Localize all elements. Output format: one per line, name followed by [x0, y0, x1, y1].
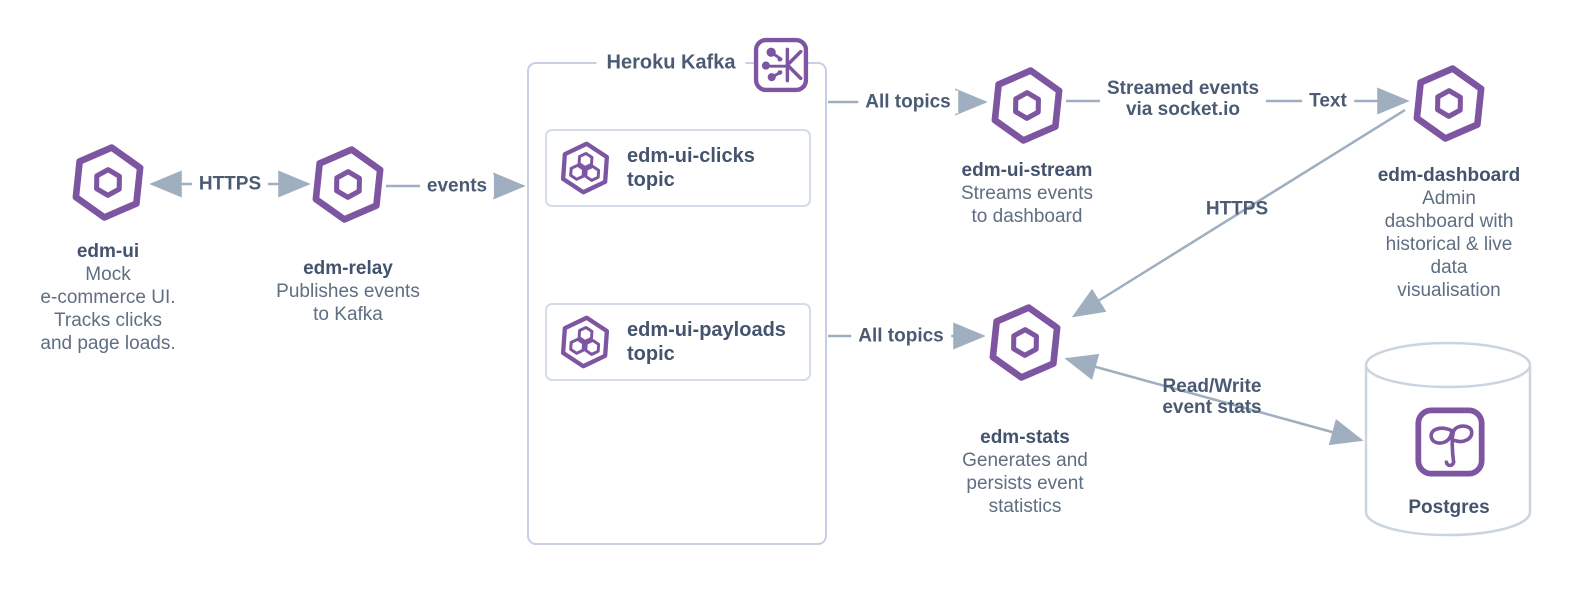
- edm-ui-stream-hexagon-icon: [991, 67, 1063, 144]
- node-name: edm-ui: [76, 241, 140, 262]
- node-desc-line: Generates and: [962, 450, 1088, 471]
- topic-name: edm-ui-payloads: [627, 319, 786, 341]
- edge-label-line: Streamed events: [1106, 78, 1260, 99]
- node-desc-line: Admin: [1422, 188, 1476, 209]
- node-name: edm-dashboard: [1377, 165, 1521, 186]
- node-desc-line: historical & live: [1385, 234, 1513, 255]
- node-desc-line: to Kafka: [313, 304, 383, 325]
- edm-ui-stream-label: edm-ui-stream Streams events to dashboar…: [927, 159, 1127, 228]
- edge-label-line: event stats: [1162, 397, 1262, 418]
- kafka-logo-icon: [753, 37, 809, 93]
- node-name: edm-ui-stream: [961, 160, 1093, 181]
- edge-https-diagonal: [1071, 108, 1406, 318]
- edge-label-read-write: Read/Write event stats: [1162, 376, 1261, 418]
- edge-label-https-left: HTTPS: [191, 172, 269, 196]
- edge-label-all-topics-bottom: All topics: [851, 324, 951, 348]
- edm-ui-label: edm-ui Mock e-commerce UI. Tracks clicks…: [8, 240, 208, 355]
- node-desc-line: Mock: [85, 264, 131, 285]
- heroku-postgres-icon: [1415, 407, 1485, 477]
- node-desc-line: data: [1430, 257, 1468, 278]
- node-desc-line: Publishes events: [276, 281, 420, 302]
- edm-dashboard-hexagon-icon: [1413, 65, 1485, 142]
- node-desc-line: to dashboard: [971, 206, 1083, 227]
- edm-stats-hexagon-icon: [989, 304, 1061, 381]
- node-desc-line: Tracks clicks: [53, 310, 163, 331]
- edge-label-streamed-events: Streamed events via socket.io: [1099, 77, 1267, 121]
- kafka-box-title: Heroku Kafka: [596, 50, 746, 76]
- edm-ui-hexagon-icon: [72, 144, 144, 221]
- edge-label-events: events: [419, 174, 495, 198]
- node-desc-line: persists event: [966, 473, 1084, 494]
- edm-relay-label: edm-relay Publishes events to Kafka: [238, 257, 458, 326]
- edm-dashboard-label: edm-dashboard Admin dashboard with histo…: [1355, 164, 1543, 302]
- kafka-topic-hexagon-icon: [560, 315, 610, 369]
- edge-label-all-topics-top: All topics: [858, 90, 958, 114]
- edm-relay-hexagon-icon: [312, 146, 384, 223]
- edge-label-https-diagonal: HTTPS: [1205, 198, 1269, 220]
- node-desc-line: dashboard with: [1384, 211, 1514, 232]
- kafka-topic-hexagon-icon: [560, 141, 610, 195]
- node-name: edm-relay: [303, 258, 393, 279]
- node-desc-line: e-commerce UI.: [40, 287, 176, 308]
- topic-label: edm-ui-clicks topic: [627, 144, 755, 192]
- node-desc-line: Streams events: [961, 183, 1093, 204]
- postgres-label: Postgres: [1408, 497, 1490, 518]
- edge-label-text: Text: [1302, 89, 1354, 113]
- edge-read-write: [1064, 353, 1364, 446]
- topic-row-edm-ui-payloads: edm-ui-payloads topic: [545, 303, 811, 381]
- topic-suffix: topic: [627, 169, 675, 191]
- topic-name: edm-ui-clicks: [627, 145, 755, 167]
- topic-row-edm-ui-clicks: edm-ui-clicks topic: [545, 129, 811, 207]
- edge-label-line: via socket.io: [1125, 99, 1241, 120]
- node-desc-line: visualisation: [1397, 280, 1501, 301]
- node-desc-line: and page loads.: [40, 333, 176, 354]
- topic-label: edm-ui-payloads topic: [627, 318, 786, 366]
- edm-stats-label: edm-stats Generates and persists event s…: [925, 426, 1125, 518]
- node-name: edm-stats: [980, 427, 1070, 448]
- node-desc-line: statistics: [988, 496, 1062, 517]
- edge-label-line: Read/Write: [1162, 376, 1262, 397]
- topic-suffix: topic: [627, 343, 675, 365]
